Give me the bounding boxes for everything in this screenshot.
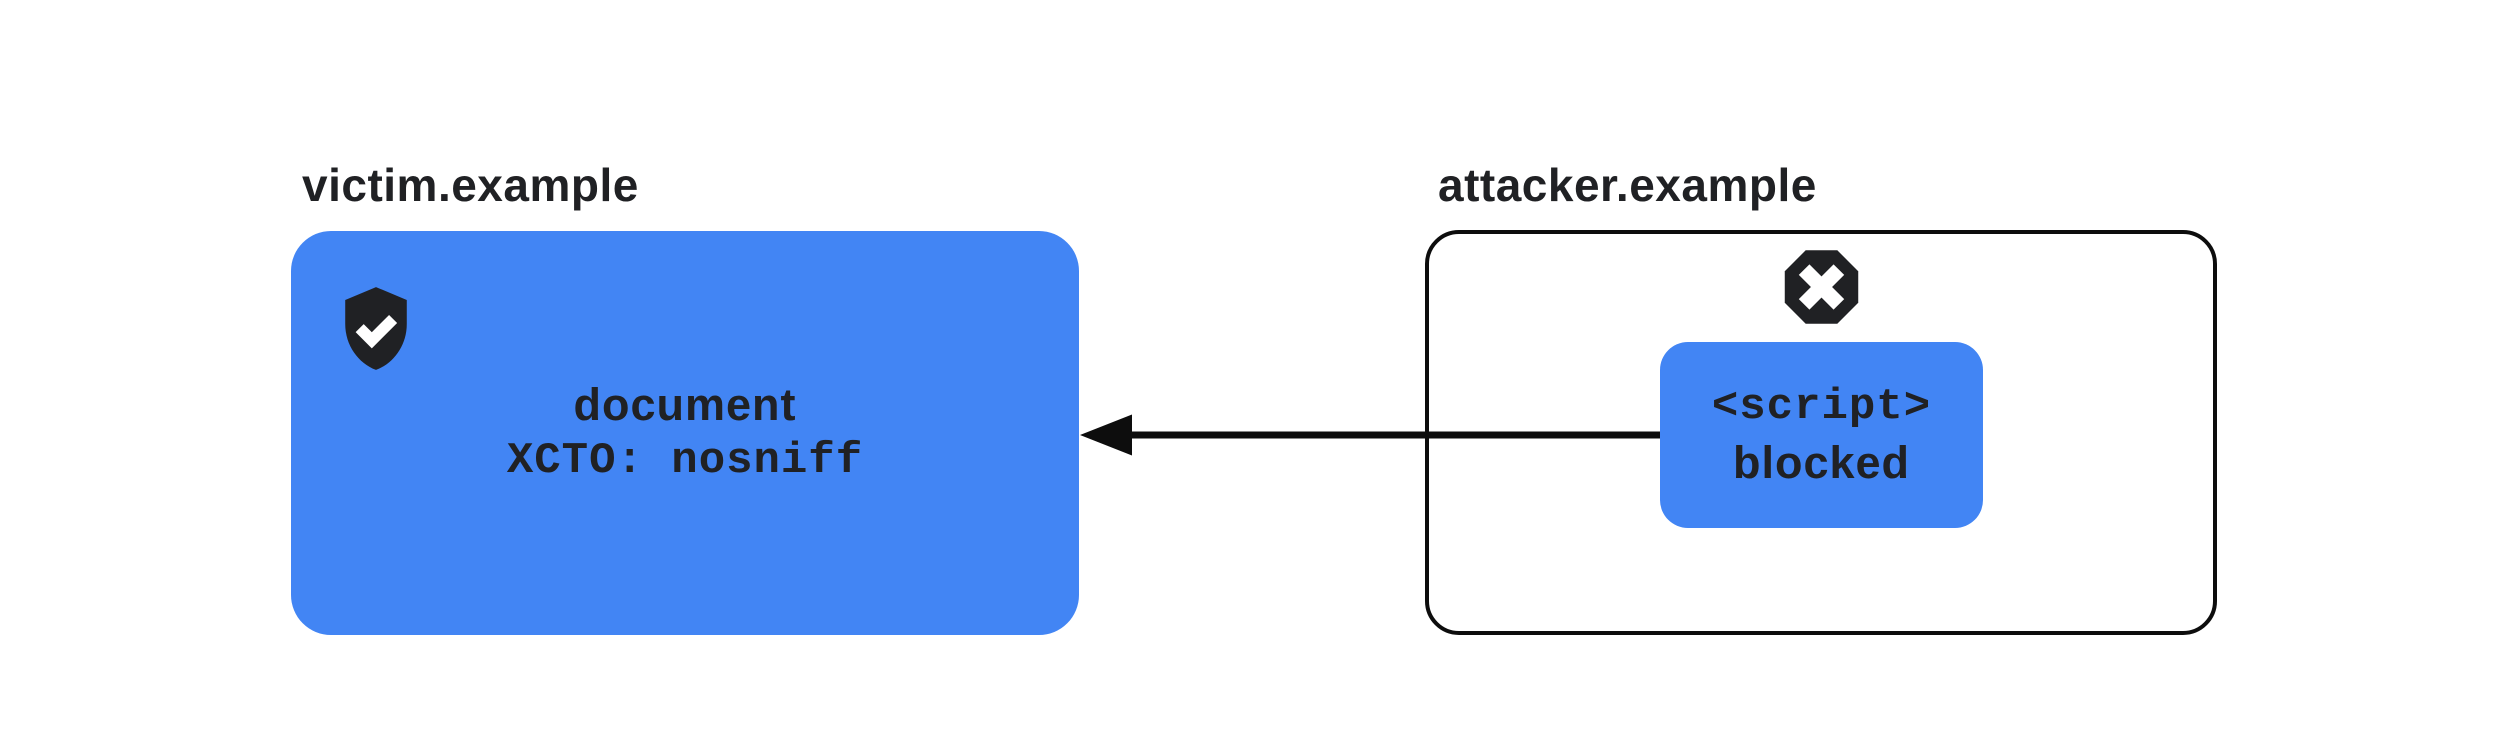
- victim-box-text: document XCTO: nosniff: [507, 376, 863, 490]
- attacker-site-label: attacker.example: [1438, 159, 1817, 211]
- victim-resource-type-text: document: [573, 379, 797, 430]
- script-tag-text: <script>: [1711, 382, 1932, 432]
- victim-xcto-header-text: XCTO: nosniff: [506, 436, 864, 486]
- blocked-x-icon: [1784, 250, 1859, 324]
- blocked-label-text: blocked: [1732, 437, 1911, 488]
- script-blocked-box: <script> blocked: [1660, 342, 1983, 528]
- shield-check-icon: [345, 287, 407, 370]
- victim-document-box: document XCTO: nosniff: [291, 231, 1079, 635]
- victim-site-label: victim.example: [302, 159, 639, 211]
